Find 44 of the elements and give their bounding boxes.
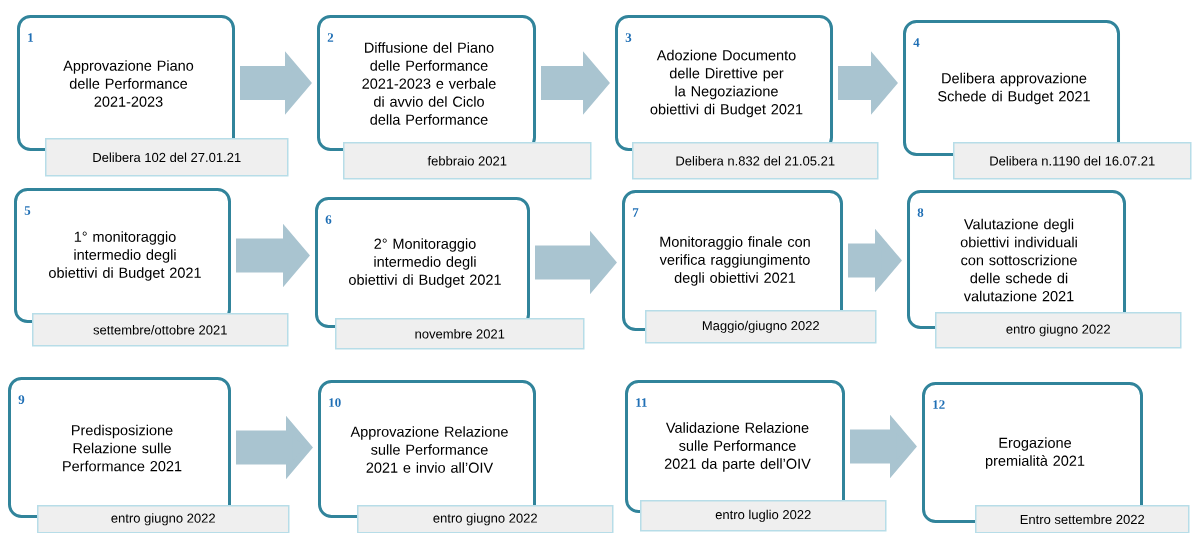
step-text: Monitoraggio finale con verifica raggiungimento degli obiettivi 2021 <box>659 236 810 286</box>
date-box: settembre/ottobre 2021 <box>32 313 289 347</box>
step-number: 9 <box>18 395 25 404</box>
step-number: 4 <box>913 38 920 47</box>
step-box <box>14 188 231 323</box>
step-text: Delibera approvazione Schede di Budget 2021 <box>938 72 1090 105</box>
step-text: 2° Monitoraggio intermedio degli obiettivi di Budget 2021 <box>349 238 501 288</box>
step-text: Diffusione del Piano delle Performance 2021-2023 e verbale di avvio del Ciclo della Performance <box>362 42 496 125</box>
date-box: entro giugno 2022 <box>357 505 614 533</box>
step-text: Approvazione Relazione sulle Performance 2021 e invio all’OIV <box>350 426 508 473</box>
step-number: 7 <box>632 208 639 217</box>
step-number: 8 <box>917 208 924 217</box>
step-box <box>922 382 1143 523</box>
step-text: Valutazione degli obiettivi individuali con sottoscrizione delle schede di valutazione 2021 <box>960 218 1077 302</box>
date-box: Entro settembre 2022 <box>975 505 1190 533</box>
date-box: Delibera n.832 del 21.05.21 <box>632 142 879 180</box>
step-text: Adozione Documento delle Direttive per la Negoziazione obiettivi di Budget 2021 <box>650 49 803 118</box>
step-number: 11 <box>636 398 647 407</box>
step-box <box>17 15 235 151</box>
step-box <box>315 197 530 328</box>
step-text: 1° monitoraggio intermedio degli obiettivi di Budget 2021 <box>49 231 201 281</box>
step-box <box>622 190 843 331</box>
step-number: 5 <box>24 206 31 215</box>
step-box <box>903 20 1120 156</box>
date-box: entro luglio 2022 <box>640 500 887 532</box>
step-text: Approvazione Piano delle Performance 2021-2023 <box>63 60 194 107</box>
step-box <box>317 15 536 151</box>
date-box: febbraio 2021 <box>343 142 592 180</box>
step-number: 10 <box>329 398 341 407</box>
step-number: 12 <box>933 400 945 409</box>
step-number: 6 <box>325 215 332 224</box>
step-text: Predisposizione Relazione sulle Performance 2021 <box>63 424 182 472</box>
date-box: entro giugno 2022 <box>37 505 290 533</box>
step-number: 3 <box>625 33 632 42</box>
date-box: entro giugno 2022 <box>935 312 1182 349</box>
date-box: Maggio/giugno 2022 <box>645 310 877 344</box>
step-text: Validazione Relazione sulle Performance 2021 da parte dell’OIV <box>664 422 811 472</box>
date-box: Delibera 102 del 27.01.21 <box>45 138 289 177</box>
date-box: novembre 2021 <box>335 318 585 350</box>
step-box <box>615 15 833 151</box>
step-number: 1 <box>28 33 34 42</box>
step-text: Erogazione premialità 2021 <box>986 437 1085 469</box>
step-number: 2 <box>327 33 334 42</box>
date-box: Delibera n.1190 del 16.07.21 <box>953 142 1192 180</box>
